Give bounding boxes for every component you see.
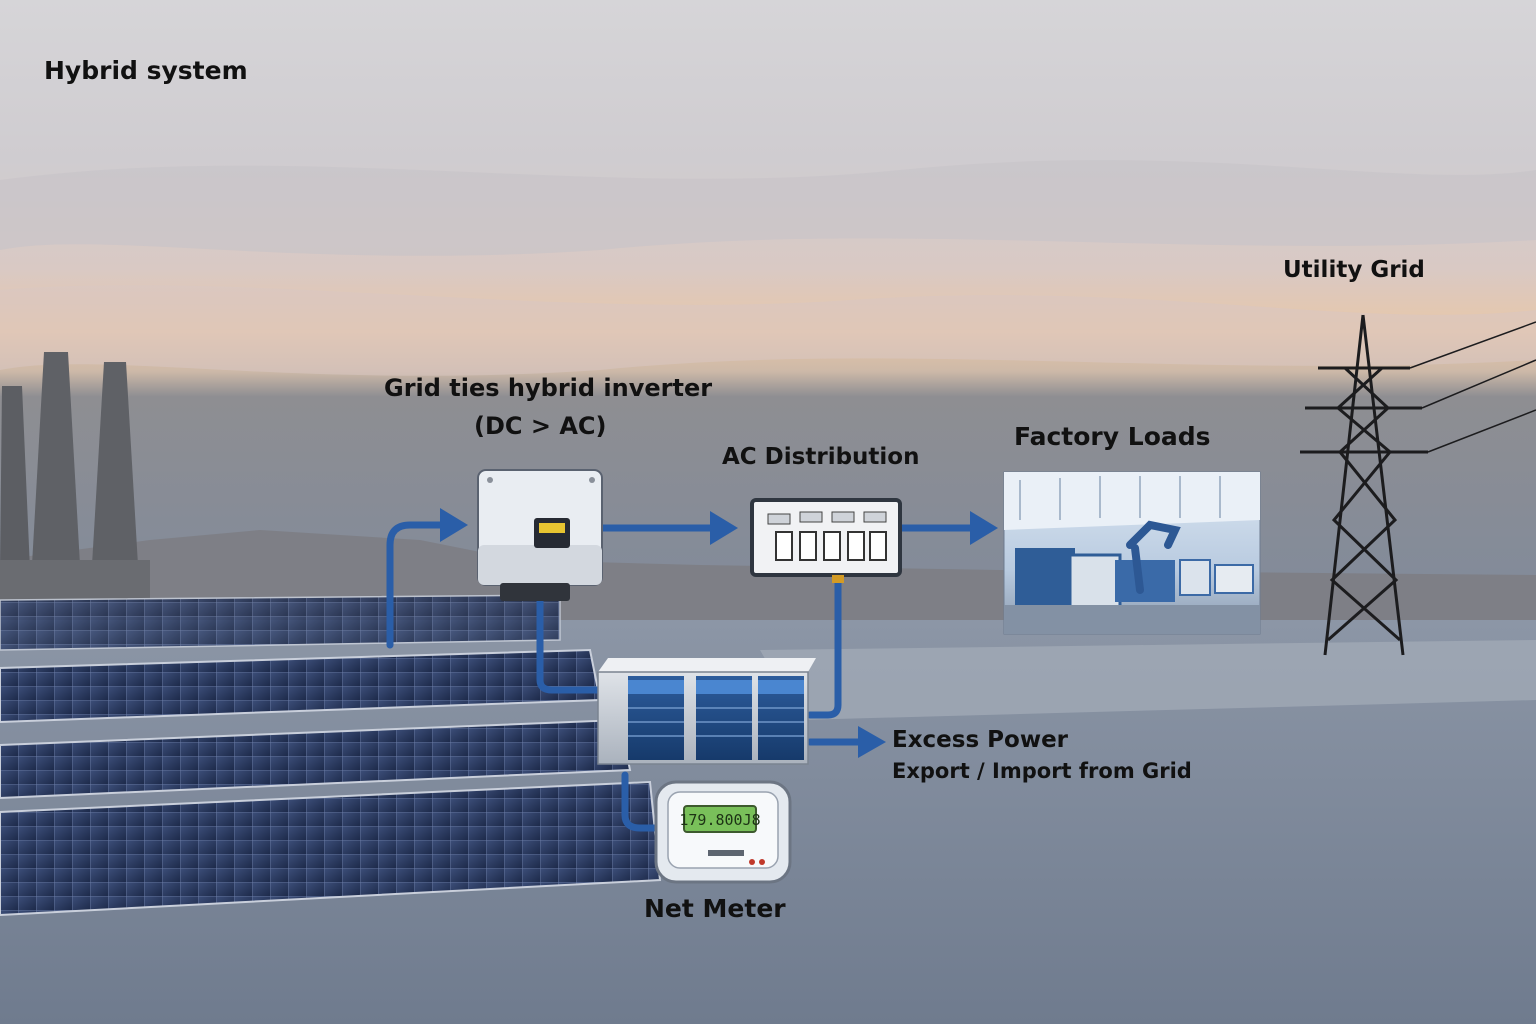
- export-import-label: Export / Import from Grid: [892, 759, 1192, 783]
- utility-grid-label: Utility Grid: [1283, 257, 1425, 283]
- flow-arrowheads: [440, 508, 998, 758]
- factory-icon: [1003, 471, 1261, 635]
- smokestack-icon: [0, 352, 150, 600]
- inverter-icon: [477, 469, 603, 601]
- diagram-title: Hybrid system: [44, 56, 248, 85]
- cloud-band: [0, 285, 1536, 376]
- ac-distribution-panel-icon: [750, 498, 902, 583]
- battery-storage-icon: [597, 658, 816, 765]
- factory-loads-label: Factory Loads: [1014, 422, 1211, 451]
- excess-power-label: Excess Power: [892, 727, 1069, 753]
- inverter-label-line2: (DC > AC): [474, 412, 607, 440]
- cloud-band: [0, 160, 1536, 256]
- net-meter-icon: [654, 780, 792, 884]
- inverter-label-line1: Grid ties hybrid inverter: [384, 374, 713, 402]
- net-meter-label: Net Meter: [644, 894, 786, 923]
- solar-panel-array-icon: [0, 594, 662, 917]
- flow-lines: [386, 521, 974, 832]
- transmission-tower-icon: [1300, 314, 1536, 656]
- meter-reading: 179.800J8: [679, 811, 760, 829]
- roof-parapet: [760, 640, 1536, 720]
- ac-distribution-label: AC Distribution: [722, 444, 920, 470]
